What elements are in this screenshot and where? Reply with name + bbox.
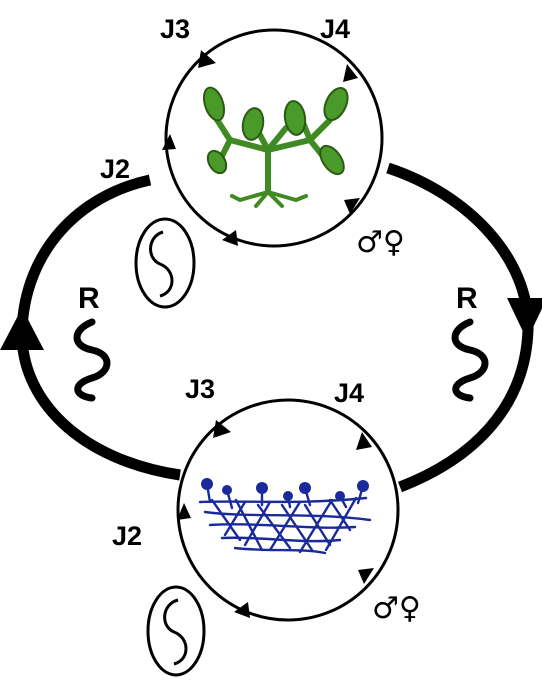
upper-j3-label: J3 xyxy=(160,14,190,44)
outer-cycle xyxy=(0,162,542,493)
upper-cycle xyxy=(162,28,384,248)
right-r-label: R xyxy=(456,282,478,315)
lower-j3-label: J3 xyxy=(185,374,215,404)
upper-arrow-j2 xyxy=(162,134,176,150)
upper-arrow-bottom xyxy=(222,230,238,246)
outer-arrow-right xyxy=(507,298,542,340)
lower-arrow-j3 xyxy=(213,420,231,438)
upper-sexes-label: ♂♀ xyxy=(356,225,405,260)
lower-arrow-j4 xyxy=(356,432,372,450)
wavy-nematode-icon-right xyxy=(451,318,489,402)
upper-arrow-j3 xyxy=(198,50,216,68)
outer-arrow-left xyxy=(0,308,44,350)
egg-icon-upper xyxy=(134,217,196,309)
upper-j2-label: J2 xyxy=(100,154,130,184)
left-r-label: R xyxy=(78,282,100,315)
lower-arrow-j2 xyxy=(177,503,191,520)
lower-arrow-right-bottom xyxy=(358,568,374,584)
lower-sexes-label: ♂♀ xyxy=(372,591,421,626)
upper-j4-label: J4 xyxy=(320,14,350,44)
fungal-spore-heads xyxy=(201,478,369,501)
upper-arrow-right-bottom xyxy=(344,198,360,214)
green-plant-icon xyxy=(202,86,349,208)
lower-arrow-bottom xyxy=(234,602,250,618)
lower-cycle xyxy=(176,398,400,622)
egg-icon-lower xyxy=(146,585,206,677)
lower-cycle-ring xyxy=(176,398,400,622)
fungal-mycelium-icon xyxy=(198,482,372,555)
lower-j2-label: J2 xyxy=(112,521,142,551)
upper-arrow-j4 xyxy=(343,64,358,82)
lower-j4-label: J4 xyxy=(334,378,364,408)
wavy-nematode-icon-left xyxy=(73,318,111,402)
